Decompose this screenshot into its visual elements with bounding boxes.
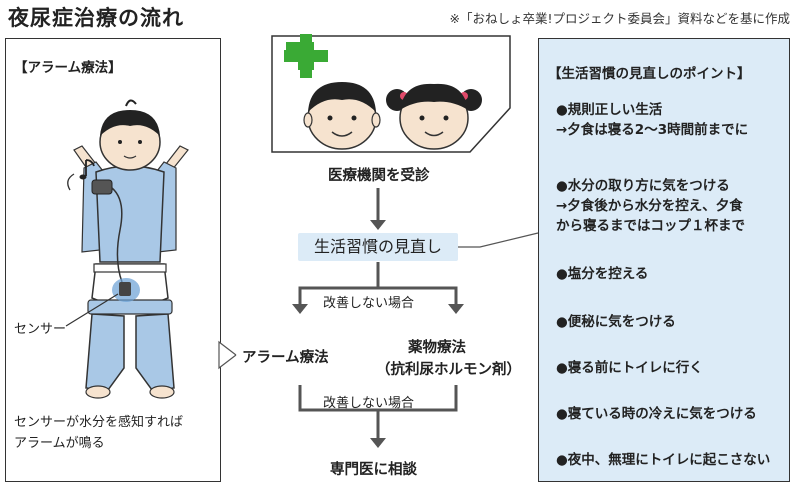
branch-note-no-improvement: 改善しない場合 (323, 396, 415, 411)
lifestyle-point: ●寝ている時の冷えに気をつける (556, 406, 757, 422)
arrow-down-icon (370, 220, 386, 230)
alarm-note-line: センサーが水分を感知すれば (14, 415, 184, 430)
arrow-down-icon (370, 438, 386, 448)
point-sub: →夕食は寝る2～3時間前までに (556, 122, 749, 138)
flow-connectors (298, 188, 458, 440)
point-main: ●規則正しい生活 (556, 102, 663, 118)
lifestyle-points-heading: 【生活習慣の見直しのポイント】 (548, 66, 751, 82)
lifestyle-point: ●夜中、無理にトイレに起こさない (556, 452, 771, 468)
lifestyle-point: ●塩分を控える (556, 266, 649, 282)
alarm-note-line: アラームが鳴る (14, 436, 105, 451)
point-main: ●水分の取り方に気をつける (556, 178, 730, 194)
source-note: ※「おねしょ卒業!プロジェクト委員会」資料などを基に作成 (449, 11, 791, 26)
branch-note-no-improvement: 改善しない場合 (323, 296, 415, 311)
music-note-icon (79, 159, 95, 180)
boy-with-alarm-illustration (65, 99, 189, 399)
lifestyle-point: ●水分の取り方に気をつける →夕食後から水分を控え、夕食 から寝るまではコップ１… (556, 176, 745, 236)
point-sub: から寝るまではコップ１杯まで (556, 218, 745, 234)
flow-arrowheads (292, 220, 464, 448)
lifestyle-point: ●規則正しい生活 →夕食は寝る2～3時間前までに (556, 100, 748, 140)
lifestyle-points-panel (538, 38, 790, 482)
option-drug-detail: （抗利尿ホルモン剤） (376, 362, 521, 378)
lifestyle-callout-line (458, 232, 539, 248)
point-sub: →夕食後から水分を控え、夕食 (556, 198, 743, 214)
step-lifestyle-label: 生活習慣の見直し (313, 237, 442, 256)
alarm-therapy-heading: 【アラーム療法】 (14, 60, 122, 76)
sensor-label: センサー (14, 322, 67, 337)
boy-face-illustration (303, 82, 381, 150)
girl-face-illustration (386, 83, 482, 150)
step-consult-specialist: 専門医に相談 (330, 462, 417, 478)
arrow-down-icon (292, 304, 308, 314)
lifestyle-point: ●寝る前にトイレに行く (556, 360, 703, 376)
page-title: 夜尿症治療の流れ (8, 6, 184, 30)
sensor-icon (119, 282, 131, 296)
step-lifestyle-review: 生活習慣の見直し (298, 233, 458, 261)
option-alarm-therapy: アラーム療法 (242, 350, 329, 366)
lifestyle-point: ●便秘に気をつける (556, 314, 676, 330)
alarm-callout-pointer (218, 340, 237, 370)
option-drug-therapy: 薬物療法 (408, 340, 466, 356)
alarm-therapy-note: センサーが水分を感知すれば アラームが鳴る (14, 412, 214, 454)
alarm-device-icon (91, 179, 113, 195)
arrow-down-icon (448, 304, 464, 314)
step-visit-clinic: 医療機関を受診 (328, 168, 430, 184)
